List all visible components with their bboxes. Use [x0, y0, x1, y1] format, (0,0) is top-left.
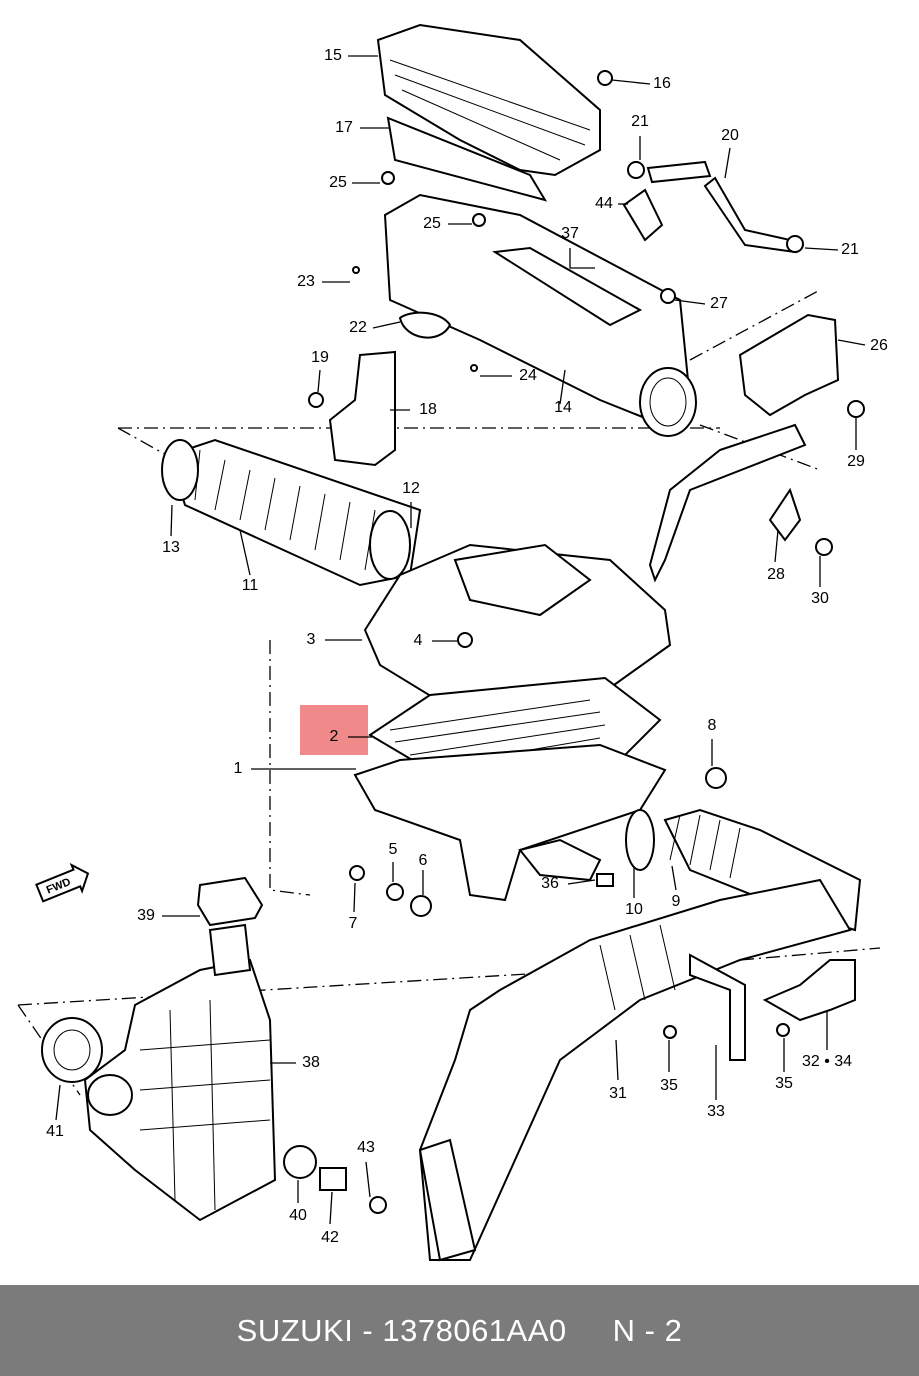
air-cleaner-cover	[363, 543, 672, 722]
air-cleaner-case	[353, 743, 667, 902]
part-label: 9	[672, 893, 681, 910]
part-label: 15	[324, 47, 342, 64]
leader-lines	[55, 55, 866, 1225]
cap-39	[196, 876, 264, 927]
part-label: 37	[561, 225, 579, 242]
part-label: 33	[707, 1103, 725, 1120]
part-label: 22	[349, 319, 367, 336]
part-label: 26	[870, 337, 888, 354]
bracket-32-34	[689, 953, 856, 1061]
part-label: 29	[847, 453, 865, 470]
resonator-cover	[376, 23, 601, 202]
page-reference: N - 2	[612, 1312, 683, 1348]
bracket-26	[648, 313, 840, 583]
part-label: 17	[335, 119, 353, 136]
part-label: 39	[137, 907, 155, 924]
part-label: 21	[841, 241, 859, 258]
part-label: 41	[46, 1123, 64, 1140]
part-label: 42	[321, 1229, 339, 1246]
part-label: 16	[653, 75, 671, 92]
part-label: 8	[708, 717, 717, 734]
part-label: 28	[767, 566, 785, 583]
part-label: 20	[721, 127, 739, 144]
highlight-box	[300, 705, 368, 755]
part-label: 2	[330, 728, 339, 745]
part-label: 40	[289, 1207, 307, 1224]
part-label: 35	[660, 1077, 678, 1094]
part-label: 43	[357, 1139, 375, 1156]
small-hoses	[622, 160, 804, 254]
part-label: 35	[775, 1075, 793, 1092]
part-label: 27	[710, 295, 728, 312]
part-number-footer: SUZUKI - 1378061AA0 N - 2	[0, 1285, 919, 1376]
part-label: 18	[419, 401, 437, 418]
fwd-arrow-icon: FWD	[35, 862, 90, 903]
part-label: 44	[595, 195, 613, 212]
bracket-18	[328, 350, 396, 467]
part-label: 38	[302, 1054, 320, 1071]
part-label: 4	[414, 632, 423, 649]
part-label: 31	[609, 1085, 627, 1102]
part-label: 25	[329, 174, 347, 191]
part-label: 14	[554, 399, 572, 416]
part-label: 3	[307, 631, 316, 648]
part-label: 13	[162, 539, 180, 556]
corrugated-hose	[161, 438, 422, 587]
part-label: 24	[519, 367, 537, 384]
part-label: 21	[631, 113, 649, 130]
hardware-bolts	[283, 70, 865, 1214]
part-label: 12	[402, 480, 420, 497]
part-label: 36	[541, 875, 559, 892]
part-label: 1	[234, 760, 243, 777]
part-label: 19	[311, 349, 329, 366]
part-label: 7	[349, 915, 358, 932]
part-label: 5	[389, 841, 398, 858]
brand-part-number: SUZUKI - 1378061AA0	[236, 1312, 567, 1348]
intake-duct-upper	[383, 193, 697, 437]
part-label: 25	[423, 215, 441, 232]
part-label: 32 • 34	[802, 1053, 852, 1070]
part-labels: 15 16 17 21 20 25 44 25 37 21 23 27 22 2…	[46, 47, 888, 1246]
part-label: 10	[625, 901, 643, 918]
part-label: 11	[242, 577, 259, 594]
exploded-parts-diagram: FWD	[17, 23, 888, 1262]
resonator-38	[41, 923, 277, 1222]
part-label: 30	[811, 590, 829, 607]
part-label: 6	[419, 852, 428, 869]
part-label: 23	[297, 273, 315, 290]
inlet-duct	[418, 878, 852, 1262]
